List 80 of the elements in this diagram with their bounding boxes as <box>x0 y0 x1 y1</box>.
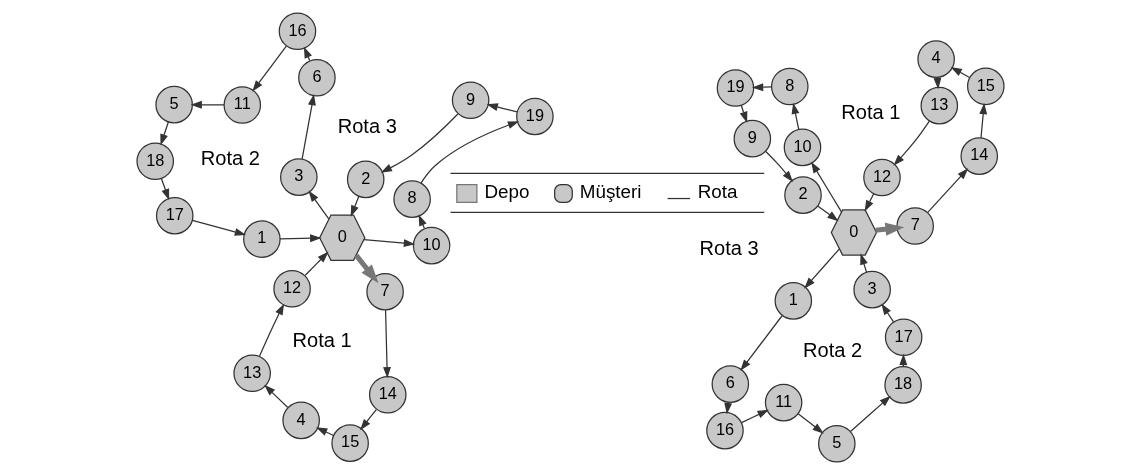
arrow <box>817 205 839 222</box>
arrow <box>418 214 427 229</box>
arrow <box>350 195 360 217</box>
node-circle: 17 <box>155 196 194 235</box>
node-circle: 16 <box>278 12 317 51</box>
arrow <box>741 409 769 424</box>
node-circle: 1 <box>243 220 281 258</box>
arrow <box>258 303 285 357</box>
arrow <box>849 395 891 433</box>
arrow <box>264 384 289 409</box>
node-circle: 2 <box>784 176 822 214</box>
node-circle: 7 <box>366 272 404 311</box>
arrow <box>304 251 329 276</box>
node-circle: 11 <box>764 383 803 422</box>
node-circle: 3 <box>853 270 891 309</box>
arrow <box>252 45 287 92</box>
arrow <box>160 121 169 146</box>
node-circle: 5 <box>155 85 193 124</box>
node-circle: 11 <box>223 86 262 124</box>
arrow <box>797 413 824 434</box>
node-circle: 10 <box>783 128 822 167</box>
node-circle: 9 <box>733 119 772 158</box>
node-circle: 12 <box>863 158 901 197</box>
arrow <box>301 93 316 160</box>
arrow <box>191 219 247 236</box>
arrow <box>979 102 988 139</box>
arrow <box>190 100 225 109</box>
node-circle: 8 <box>393 180 431 218</box>
label: Rota 3 <box>337 115 397 138</box>
node-circle: 8 <box>770 67 809 106</box>
node-circle: 9 <box>451 81 490 120</box>
arrow <box>316 427 335 437</box>
arrow <box>363 238 416 248</box>
arrow <box>420 121 520 184</box>
arrow <box>279 234 322 243</box>
arrow <box>893 120 930 166</box>
arrow <box>160 177 170 201</box>
arrow <box>860 253 868 273</box>
node-circle: 15 <box>331 424 369 462</box>
legend-label: Müşteri <box>579 180 642 202</box>
arrow <box>383 309 391 379</box>
node-circle: 13 <box>233 354 271 393</box>
arrow <box>360 408 377 431</box>
node-circle: 15 <box>966 67 1005 106</box>
node-circle: 16 <box>706 411 744 450</box>
node-circle: 3 <box>280 158 318 196</box>
node-circle: 14 <box>960 137 999 175</box>
arrow <box>308 190 330 220</box>
arrow <box>354 253 379 284</box>
arrow <box>926 168 969 214</box>
arrow <box>791 102 800 131</box>
node-circle: 4 <box>282 401 320 440</box>
label: Rota 2 <box>200 146 260 169</box>
node-circle: 18 <box>136 142 175 181</box>
node-circle: 17 <box>884 318 923 357</box>
legend-label: Depo <box>484 180 530 202</box>
node-circle: 13 <box>920 86 959 125</box>
arrow <box>380 113 459 173</box>
node-circle: 19 <box>516 97 554 136</box>
arrow <box>740 315 783 371</box>
label: Rota 1 <box>841 101 901 124</box>
legend-label: Rota <box>697 180 738 202</box>
node-circle: 19 <box>716 69 755 107</box>
arrow <box>486 103 518 113</box>
label: Rota 3 <box>699 236 759 259</box>
arrow <box>751 83 772 92</box>
node-circle: 1 <box>774 282 813 320</box>
node-circle: 12 <box>273 269 311 308</box>
node-circle: 7 <box>896 207 934 245</box>
arrow <box>303 46 312 62</box>
label: Rota 1 <box>292 329 352 352</box>
arrow <box>765 150 793 182</box>
arrow <box>950 67 971 79</box>
node-circle: 2 <box>346 160 385 199</box>
node-circle: 5 <box>818 424 856 463</box>
label: Rota 2 <box>803 338 863 361</box>
arrow <box>811 161 843 213</box>
node-circle: 14 <box>368 375 407 414</box>
arrow <box>804 248 840 289</box>
arrow <box>881 303 894 323</box>
